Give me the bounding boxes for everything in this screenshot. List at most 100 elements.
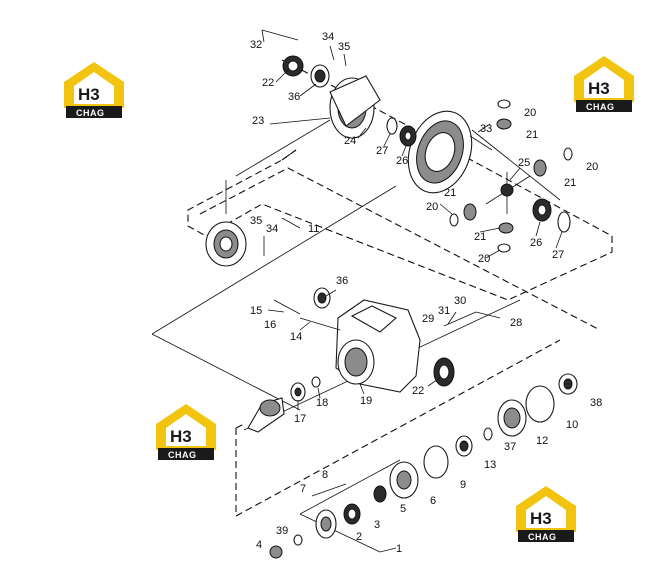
callout-21a: 21: [526, 129, 538, 141]
logo-mark: H3: [530, 509, 552, 528]
group-outline-differential: [187, 59, 613, 301]
callout-27b: 27: [552, 249, 564, 261]
callout-39: 39: [276, 525, 288, 537]
callout-33: 33: [480, 123, 492, 135]
group-outline-pinion: [235, 339, 561, 517]
callout-leaders: [261, 29, 563, 410]
bearing-cage-12: [497, 399, 527, 437]
callout-2: 2: [356, 531, 362, 543]
logo-sub: CHAG: [586, 102, 615, 112]
bolt-33: [469, 135, 493, 151]
assembly-line-1: [299, 513, 381, 553]
washer-39: [293, 534, 303, 546]
bearing-38: [558, 373, 578, 395]
bearing-17: [290, 382, 306, 402]
callout-16: 16: [264, 319, 276, 331]
callout-21c: 21: [444, 187, 456, 199]
thrust-washer-27-right: [557, 211, 571, 233]
planet-gears-21: [463, 118, 547, 234]
callout-9: 9: [460, 479, 466, 491]
thrust-washers-20: [449, 99, 573, 253]
bolt-29-31: [443, 311, 477, 327]
callout-20c: 20: [426, 201, 438, 213]
bolt-15-16: [273, 299, 301, 315]
callout-19: 19: [360, 395, 372, 407]
differential-case-right: [329, 75, 381, 139]
bearing-13: [455, 435, 473, 457]
logo-watermark-2: H3 CHAG: [574, 56, 634, 112]
callout-14: 14: [290, 331, 302, 343]
cover-6: [389, 461, 419, 499]
assembly-line-23: [235, 119, 331, 177]
callout-4: 4: [256, 539, 262, 551]
callout-13: 13: [484, 459, 496, 471]
logo-mark: H3: [588, 79, 610, 98]
callout-8: 8: [322, 469, 328, 481]
callout-20d: 20: [478, 253, 490, 265]
callout-20a: 20: [524, 107, 536, 119]
bearing-22-upper: [282, 55, 304, 77]
assembly-lines: [151, 119, 561, 553]
callout-3: 3: [374, 519, 380, 531]
callout-labels: 1 2 3 4 5 6 7 8 9 10 11 12 13 14 15 16 1…: [250, 31, 602, 555]
spider-cross-25: [485, 172, 531, 214]
logo-sub: CHAG: [76, 108, 105, 118]
bolt-7-8: [311, 483, 347, 497]
callout-37: 37: [504, 441, 516, 453]
bolt-32: [261, 29, 299, 41]
callout-22b: 22: [412, 385, 424, 397]
gasket-9: [423, 445, 449, 479]
callout-36b: 36: [336, 275, 348, 287]
logo-watermark-4: H3 CHAG: [516, 486, 576, 542]
logo-watermark-3: H3 CHAG: [156, 404, 216, 460]
group-outline-pinion-tip: [235, 423, 245, 429]
shaft-14: [299, 317, 341, 331]
callout-38: 38: [590, 397, 602, 409]
callout-29: 29: [422, 313, 434, 325]
logo-mark: H3: [170, 427, 192, 446]
callout-22a: 22: [262, 77, 274, 89]
assembly-line-1b: [379, 547, 397, 553]
callout-17: 17: [294, 413, 306, 425]
callout-35a: 35: [338, 41, 350, 53]
callout-6: 6: [430, 495, 436, 507]
logo-sub: CHAG: [168, 450, 197, 460]
callout-35b: 35: [250, 215, 262, 227]
bearing-22-lower: [433, 357, 455, 387]
oil-seal-5: [373, 485, 387, 503]
callout-12: 12: [536, 435, 548, 447]
logo-watermark-1: H3 CHAG: [64, 62, 124, 118]
callout-23: 23: [252, 115, 264, 127]
bearing-36-lower: [313, 287, 331, 309]
assembly-line-11: [151, 185, 397, 335]
callout-28: 28: [510, 317, 522, 329]
snap-ring-18: [311, 376, 321, 388]
callout-1: 1: [396, 543, 402, 555]
side-gear-26-right: [532, 198, 552, 222]
callout-21b: 21: [564, 177, 576, 189]
logo-sub: CHAG: [528, 532, 557, 542]
group-outlines: [187, 59, 613, 517]
assembly-line-diff: [471, 129, 561, 201]
group-outline-differential-inner: [199, 167, 601, 331]
pinion-shaft: [247, 397, 285, 433]
callout-26a: 26: [396, 155, 408, 167]
callout-18: 18: [316, 397, 328, 409]
callout-11: 11: [308, 223, 319, 235]
callout-31: 31: [438, 305, 450, 317]
callout-15: 15: [250, 305, 262, 317]
group-outline-differential-close: [281, 149, 297, 161]
dust-cover-3: [343, 503, 361, 525]
callout-36a: 36: [288, 91, 300, 103]
side-gear-26-left: [399, 125, 417, 147]
shim-37: [483, 427, 493, 441]
callout-27a: 27: [376, 145, 388, 157]
callout-34b: 34: [266, 223, 278, 235]
gasket-10: [525, 385, 555, 423]
callout-25: 25: [518, 157, 530, 169]
bearing-36-upper: [310, 64, 330, 88]
nut-4: [269, 545, 283, 559]
callout-34a: 34: [322, 31, 334, 43]
